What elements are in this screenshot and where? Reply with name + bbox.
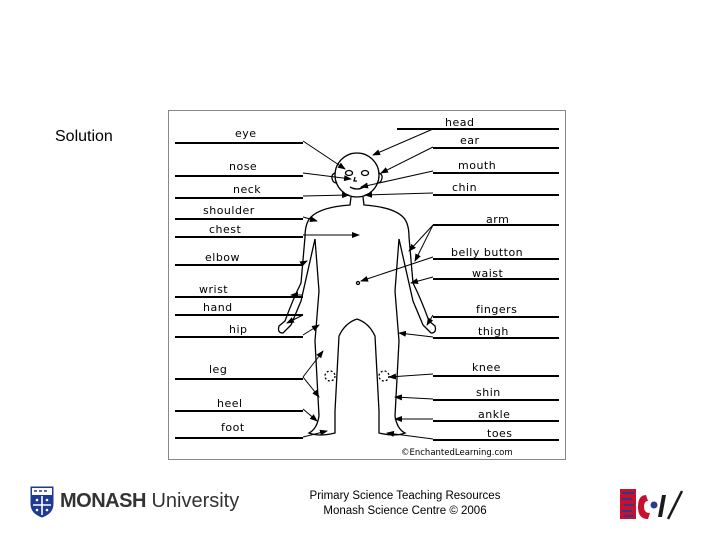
label-waist: waist (472, 267, 504, 280)
left-labels: eye nose neck shoulder chest elbow wrist… (199, 127, 261, 434)
label-toes: toes (487, 427, 513, 440)
pointer-arrows (286, 128, 434, 440)
label-shoulder: shoulder (203, 204, 255, 217)
label-fingers: fingers (476, 303, 517, 316)
label-chin: chin (452, 181, 477, 194)
label-knee: knee (472, 361, 501, 374)
monash-crest-icon (30, 486, 54, 518)
label-wrist: wrist (199, 283, 228, 296)
label-mouth: mouth (458, 159, 496, 172)
label-heel: heel (217, 397, 243, 410)
label-chest: chest (209, 223, 242, 236)
label-hand: hand (203, 301, 233, 314)
label-thigh: thigh (478, 325, 509, 338)
footer-line-1: Primary Science Teaching Resources (309, 490, 501, 502)
diagram-svg: eye nose neck shoulder chest elbow wrist… (175, 116, 559, 458)
label-neck: neck (233, 183, 261, 196)
label-lines (175, 128, 559, 441)
monash-brand: MONASH (60, 490, 146, 512)
body-parts-diagram: eye nose neck shoulder chest elbow wrist… (168, 110, 566, 460)
label-head: head (445, 116, 474, 129)
label-shin: shin (476, 386, 501, 399)
footer-line-2: Monash Science Centre © 2006 (323, 505, 487, 517)
slide-title: Solution (55, 128, 113, 145)
body-figure (277, 152, 437, 436)
monash-wordmark: MONASH University (60, 490, 239, 513)
label-foot: foot (221, 421, 245, 434)
label-eye: eye (235, 127, 257, 140)
monash-suffix: University (145, 490, 240, 512)
label-ankle: ankle (478, 408, 510, 421)
right-labels: head ear mouth chin arm belly button wai… (445, 116, 523, 440)
label-arm: arm (486, 213, 509, 226)
label-leg: leg (209, 363, 227, 376)
label-ear: ear (460, 134, 480, 147)
label-belly-button: belly button (451, 246, 523, 259)
diagram-credit: ©EnchantedLearning.com (401, 448, 513, 458)
label-elbow: elbow (205, 251, 240, 264)
label-nose: nose (229, 160, 257, 173)
label-hip: hip (229, 323, 248, 336)
footer: Primary Science Teaching Resources Monas… (290, 489, 520, 519)
science-centre-logo-icon (620, 489, 684, 520)
